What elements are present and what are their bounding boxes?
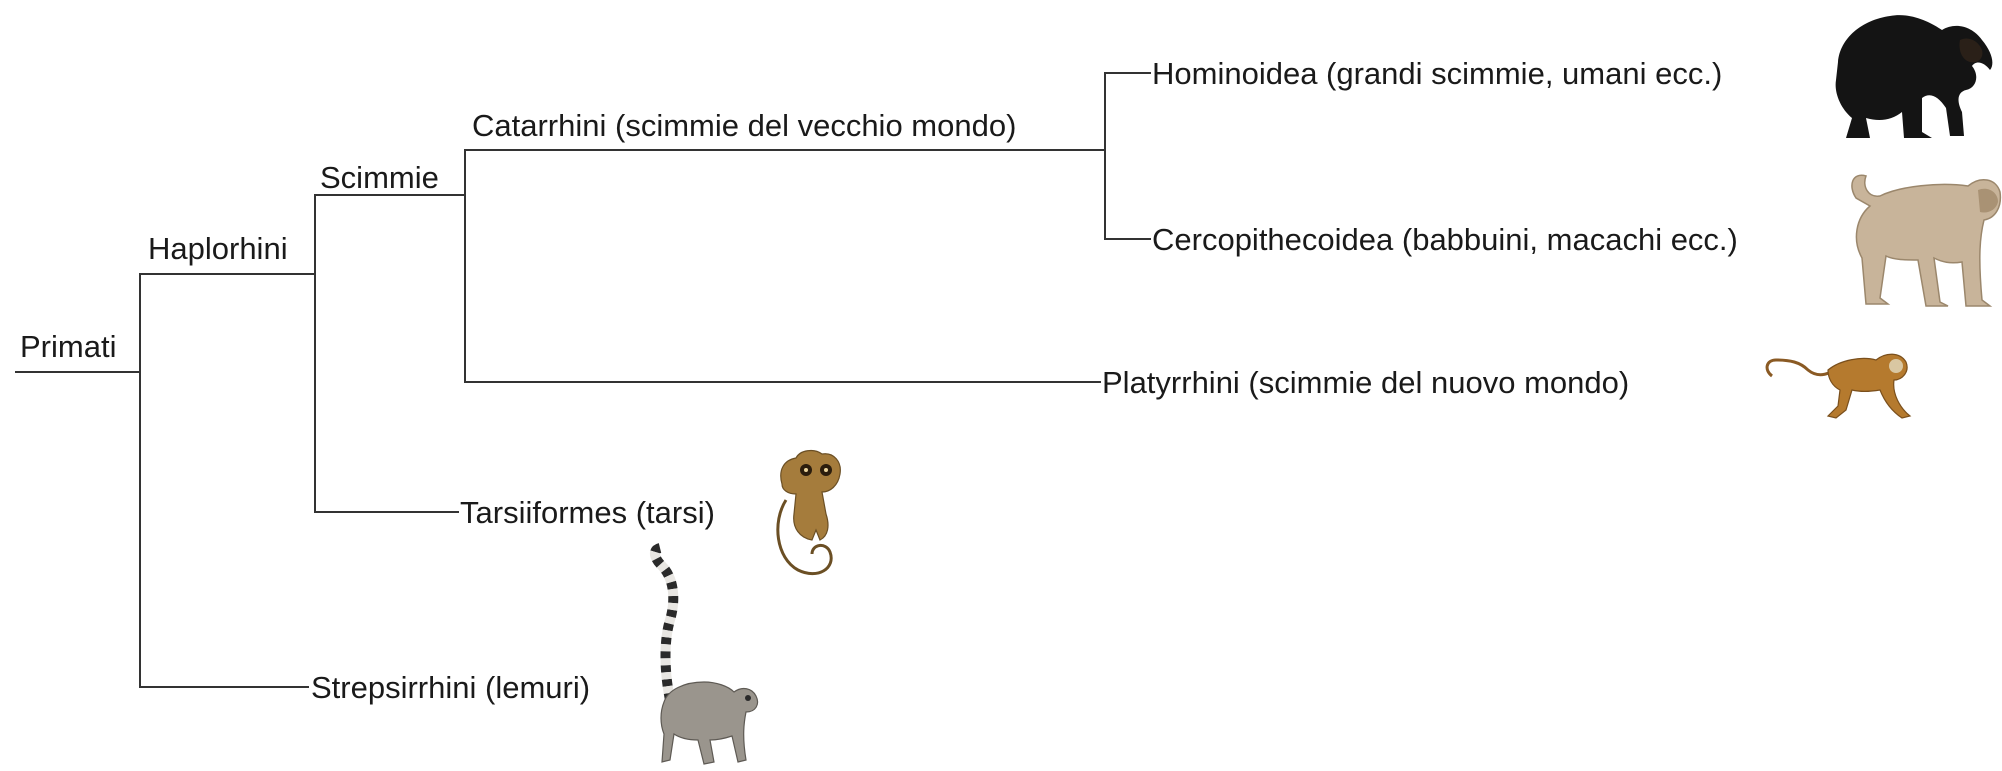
ring-tailed-lemur-icon xyxy=(655,548,758,764)
label-catarrhini: Catarrhini (scimmie del vecchio mondo) xyxy=(472,108,1016,143)
label-primati: Primati xyxy=(20,329,116,364)
label-tarsiiformes: Tarsiiformes (tarsi) xyxy=(460,495,715,530)
label-hominoidea: Hominoidea (grandi scimmie, umani ecc.) xyxy=(1152,56,1722,91)
label-scimmie: Scimmie xyxy=(320,160,439,195)
baboon-icon xyxy=(1852,175,2000,306)
label-strepsirrhini: Strepsirrhini (lemuri) xyxy=(311,670,590,705)
label-haplorhini: Haplorhini xyxy=(148,231,288,266)
label-cercopithecoidea: Cercopithecoidea (babbuini, macachi ecc.… xyxy=(1152,222,1738,257)
label-platyrrhini: Platyrrhini (scimmie del nuovo mondo) xyxy=(1102,365,1629,400)
tree-labels: Primati Haplorhini Scimmie Catarrhini (s… xyxy=(20,56,1738,705)
chimpanzee-icon xyxy=(1836,15,1993,138)
new-world-monkey-icon xyxy=(1767,354,1910,418)
tree-branches xyxy=(16,73,1150,687)
tarsier-icon xyxy=(778,451,840,574)
